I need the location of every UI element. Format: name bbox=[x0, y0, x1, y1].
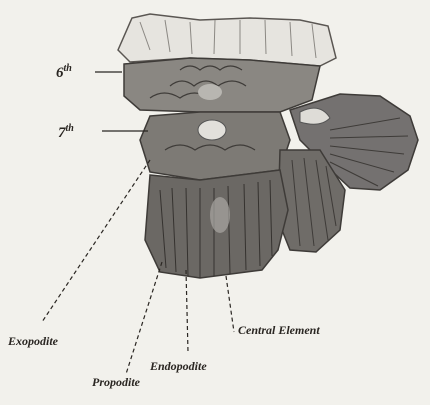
right-appendage bbox=[278, 94, 418, 252]
sixth-segment bbox=[124, 58, 320, 112]
label-endopodite: Endopodite bbox=[149, 359, 207, 373]
central-tail-fan bbox=[145, 170, 288, 278]
label-segment-7: 7th bbox=[58, 123, 74, 141]
label-segment-6: 6th bbox=[56, 63, 72, 81]
label-central-element: Central Element bbox=[238, 323, 320, 337]
label-exopodite: Exopodite bbox=[7, 334, 59, 348]
leader-central-element bbox=[226, 276, 234, 332]
label-propodite: Propodite bbox=[92, 375, 141, 389]
top-segment bbox=[118, 14, 336, 66]
leader-endopodite bbox=[186, 270, 188, 352]
seventh-segment bbox=[140, 112, 290, 180]
leader-propodite bbox=[126, 262, 162, 374]
leader-exopodite bbox=[42, 160, 150, 322]
